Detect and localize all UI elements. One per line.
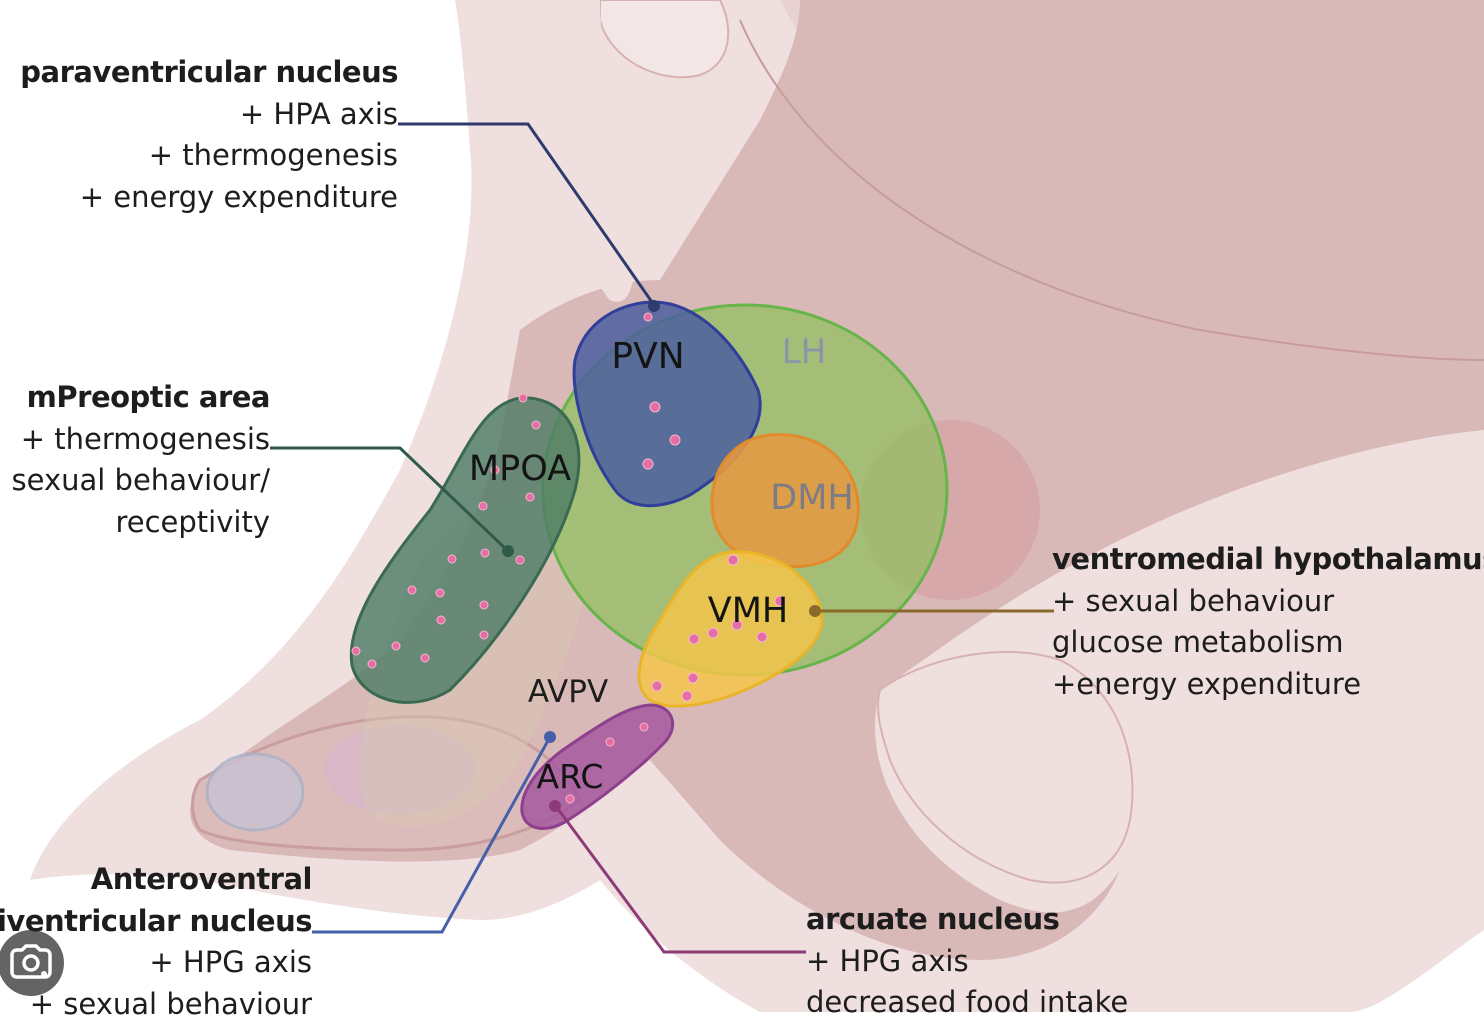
region-label-pvn: PVN bbox=[611, 336, 684, 377]
annotation-line: glucose metabolism bbox=[1052, 622, 1484, 664]
annotation-ventromedial: ventromedial hypothalamus + sexual behav… bbox=[1052, 539, 1484, 705]
annotation-line: + thermogenesis bbox=[12, 419, 270, 461]
region-label-vmh: VMH bbox=[708, 591, 788, 631]
region-label-avpv: AVPV bbox=[528, 674, 608, 710]
annotation-line: + thermogenesis bbox=[20, 135, 398, 177]
region-label-arc: ARC bbox=[537, 757, 604, 796]
endpoint-vmh bbox=[809, 605, 821, 617]
annotation-line: + HPA axis bbox=[20, 94, 398, 136]
google-lens-icon bbox=[0, 930, 64, 996]
annotation-paraventricular: paraventricular nucleus + HPA axis + the… bbox=[20, 52, 398, 218]
annotation-title: mPreoptic area bbox=[12, 377, 270, 419]
annotation-line: sexual behaviour/ bbox=[12, 460, 270, 502]
annotation-title: ventromedial hypothalamus bbox=[1052, 539, 1484, 581]
annotation-title: arcuate nucleus bbox=[806, 899, 1128, 941]
endpoint-avpv bbox=[544, 731, 556, 743]
annotation-line: +energy expenditure bbox=[1052, 664, 1484, 706]
suprachiasmatic-blue-oval bbox=[207, 754, 303, 830]
endpoint-mpoa bbox=[502, 545, 514, 557]
annotation-line: receptivity bbox=[12, 502, 270, 544]
annotation-mpreoptic: mPreoptic area + thermogenesis sexual be… bbox=[12, 377, 270, 543]
endpoint-arc bbox=[549, 800, 561, 812]
google-lens-button[interactable] bbox=[0, 930, 64, 996]
annotation-line: + energy expenditure bbox=[20, 177, 398, 219]
endpoint-pvn bbox=[648, 300, 660, 312]
annotation-title: Anteroventral bbox=[0, 859, 312, 901]
annotation-title: paraventricular nucleus bbox=[20, 52, 398, 94]
annotation-line: decreased food intake bbox=[806, 982, 1128, 1024]
annotation-arcuate: arcuate nucleus + HPG axis decreased foo… bbox=[806, 899, 1128, 1024]
region-label-dmh: DMH bbox=[770, 478, 853, 518]
region-label-mpoa: MPOA bbox=[469, 449, 571, 489]
region-label-lh: LH bbox=[782, 332, 827, 372]
annotation-line: + sexual behaviour bbox=[1052, 581, 1484, 623]
annotation-line: + HPG axis bbox=[806, 941, 1128, 983]
